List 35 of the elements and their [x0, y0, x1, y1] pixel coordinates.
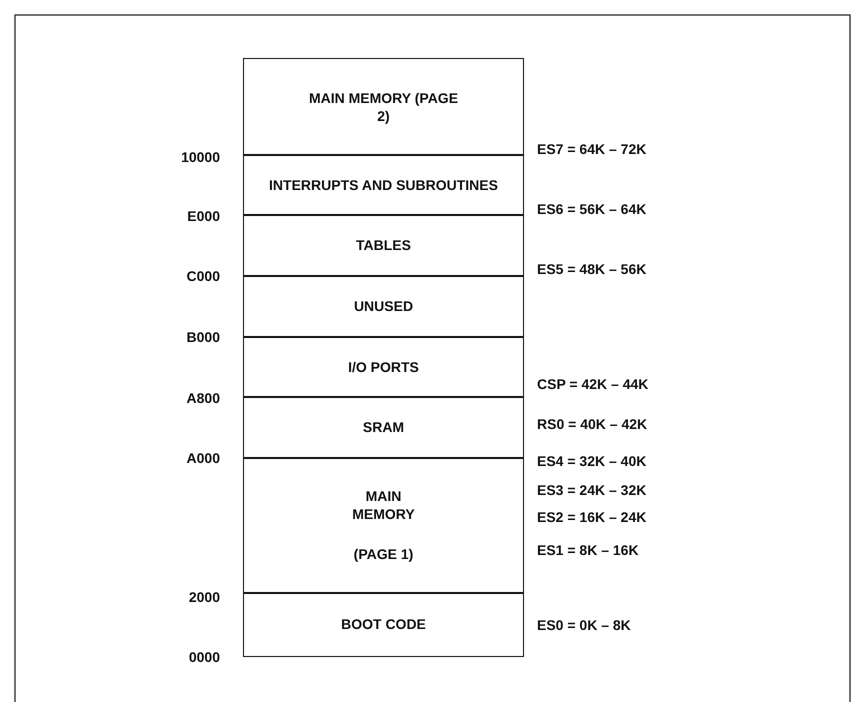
region-label: TABLES [356, 236, 411, 254]
segment-label: RS0 = 40K – 42K [537, 416, 648, 432]
region-label: INTERRUPTS AND SUBROUTINES [269, 176, 498, 194]
region-label: UNUSED [354, 297, 414, 316]
address-label: B000 [186, 329, 220, 345]
memory-region [243, 58, 524, 156]
memory-region [243, 457, 524, 594]
memory-region [243, 214, 524, 276]
address-label: A800 [186, 390, 220, 406]
address-label: 10000 [181, 149, 220, 165]
segment-label: ES2 = 16K – 24K [537, 509, 646, 525]
region-label: MAIN MEMORY (PAGE 2) [308, 88, 458, 125]
segment-label: ES0 = 0K – 8K [537, 617, 631, 633]
segment-label: ES6 = 56K – 64K [537, 201, 646, 217]
address-label: E000 [187, 208, 220, 224]
memory-region [243, 275, 524, 338]
region-label: MAIN MEMORY [351, 487, 416, 524]
segment-label: ES4 = 32K – 40K [537, 453, 646, 469]
segment-label: ES5 = 48K – 56K [537, 261, 646, 277]
region-label: I/O PORTS [348, 358, 419, 376]
address-label: 2000 [188, 589, 220, 605]
region-label: (PAGE 1) [354, 545, 414, 564]
address-label: A000 [186, 450, 220, 466]
segment-label: ES1 = 8K – 16K [537, 542, 639, 558]
segment-label: ES7 = 64K – 72K [537, 141, 646, 157]
memory-region [243, 336, 524, 398]
address-label: 0000 [188, 649, 220, 665]
memory-region [243, 154, 524, 216]
region-label: SRAM [362, 418, 404, 436]
memory-region [243, 592, 524, 656]
segment-label: CSP = 42K – 44K [537, 376, 648, 392]
segment-label: ES3 = 24K – 32K [537, 482, 646, 498]
address-label: C000 [186, 268, 220, 284]
region-label: BOOT CODE [341, 615, 426, 634]
memory-region [243, 396, 524, 458]
